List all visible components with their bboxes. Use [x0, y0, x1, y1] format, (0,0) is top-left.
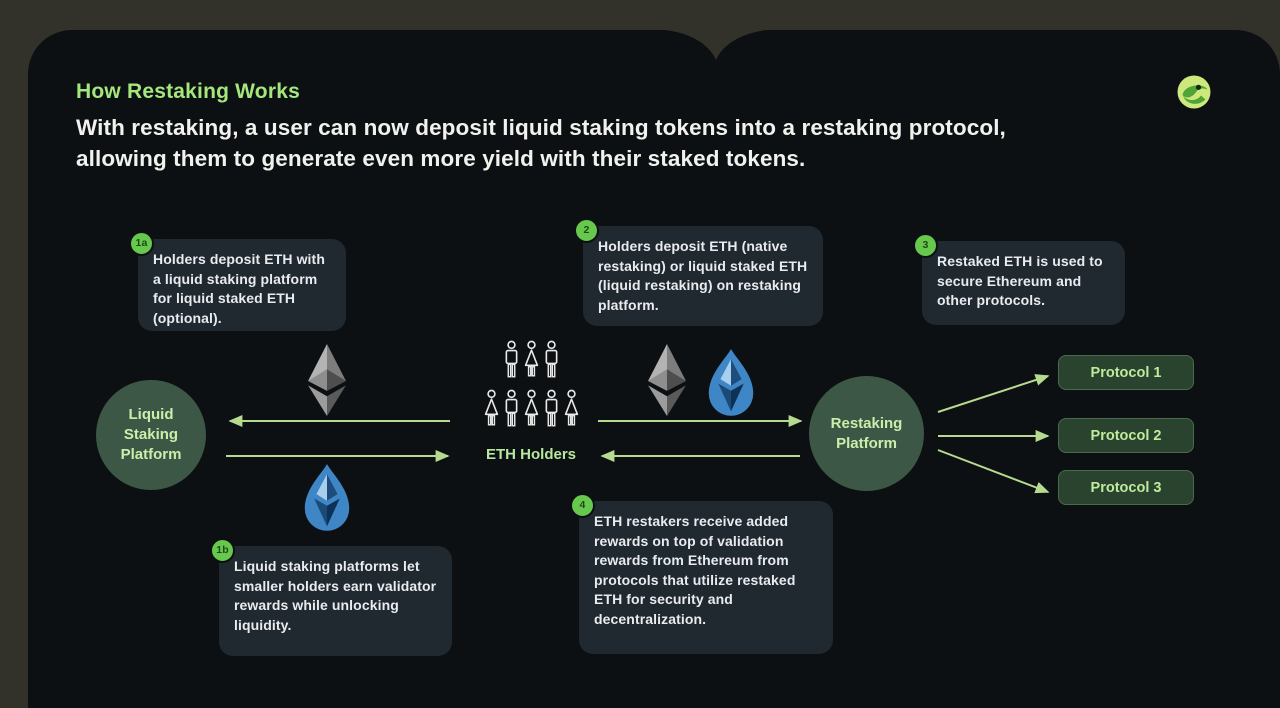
callout-4-text: ETH restakers receive added rewards on t… — [594, 513, 796, 627]
callout-2: 2 Holders deposit ETH (native restaking)… — [574, 218, 823, 326]
restaking-platform-label: Restaking Platform — [830, 414, 903, 452]
person-female-icon — [522, 388, 541, 434]
people-group-icon-row-2 — [482, 388, 581, 434]
page-title: How Restaking Works — [76, 80, 300, 103]
callout-3: 3 Restaked ETH is used to secure Ethereu… — [913, 233, 1125, 325]
callout-1b-text: Liquid staking platforms let smaller hol… — [234, 558, 437, 633]
person-female-icon — [522, 339, 541, 385]
liquid-staking-platform-label: Liquid Staking Platform — [120, 406, 182, 463]
callout-1b: 1b Liquid staking platforms let smaller … — [210, 538, 452, 656]
protocol-2-box: Protocol 2 — [1058, 418, 1194, 453]
person-male-icon — [542, 388, 561, 434]
subtitle-line-2: allowing them to generate even more yiel… — [76, 146, 806, 171]
frog-logo-icon — [1177, 75, 1211, 109]
callout-3-text: Restaked ETH is used to secure Ethereum … — [937, 253, 1103, 308]
protocol-1-label: Protocol 1 — [1090, 364, 1162, 381]
person-female-icon — [482, 388, 501, 434]
person-male-icon — [502, 339, 521, 385]
person-male-icon — [542, 339, 561, 385]
eth-holders-label: ETH Holders — [486, 446, 577, 463]
protocol-2-label: Protocol 2 — [1090, 427, 1162, 444]
callout-1a: 1a Holders deposit ETH with a liquid sta… — [129, 231, 346, 331]
liquid-staked-eth-drop-icon — [299, 463, 355, 533]
protocol-3-box: Protocol 3 — [1058, 470, 1194, 505]
callout-4: 4 ETH restakers receive added rewards on… — [570, 493, 833, 654]
restaking-platform-node: Restaking Platform — [809, 376, 924, 491]
protocol-3-label: Protocol 3 — [1090, 479, 1162, 496]
callout-2-text: Holders deposit ETH (native restaking) o… — [598, 238, 808, 313]
liquid-staking-platform-node: Liquid Staking Platform — [96, 380, 206, 490]
ethereum-diamond-icon — [644, 344, 690, 416]
people-group-icon-row-1 — [502, 339, 561, 385]
liquid-staked-eth-drop-icon — [703, 348, 759, 418]
step-badge-1a: 1a — [129, 231, 154, 256]
protocol-1-box: Protocol 1 — [1058, 355, 1194, 390]
step-badge-4: 4 — [570, 493, 595, 518]
step-badge-1b: 1b — [210, 538, 235, 563]
person-male-icon — [502, 388, 521, 434]
ethereum-diamond-icon — [304, 344, 350, 416]
subtitle-line-1: With restaking, a user can now deposit l… — [76, 115, 1006, 140]
callout-1a-text: Holders deposit ETH with a liquid stakin… — [153, 251, 325, 326]
step-badge-2: 2 — [574, 218, 599, 243]
person-female-icon — [562, 388, 581, 434]
page-subtitle: With restaking, a user can now deposit l… — [76, 112, 1186, 174]
step-badge-3: 3 — [913, 233, 938, 258]
